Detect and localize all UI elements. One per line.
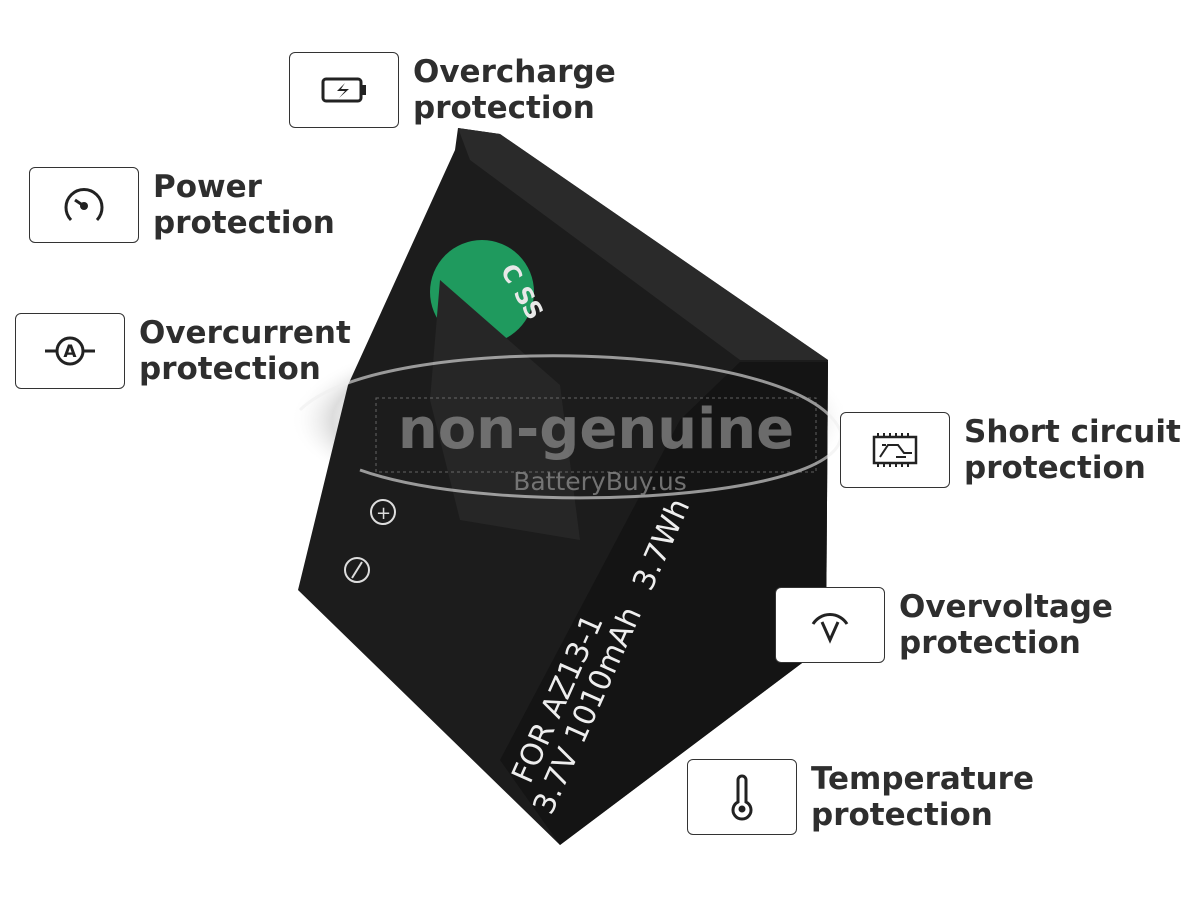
feature-subtitle: protection [899,625,1081,661]
feature-title: Overcharge [413,54,616,90]
feature-title: Power [153,169,262,205]
thermometer-icon [731,774,753,821]
circuit-board-icon [872,433,918,467]
feature-subtitle: protection [153,205,335,241]
minus-terminal-icon [344,557,370,583]
ammeter-icon: A [45,336,95,366]
feature-subtitle: protection [139,351,321,387]
feature-subtitle: protection [413,90,595,126]
feature-title: Short circuit [964,414,1181,450]
plus-terminal-icon [370,499,396,525]
feature-subtitle: protection [811,797,993,833]
svg-text:A: A [63,342,77,362]
battery-charge-icon [321,77,366,103]
gauge-icon [64,188,104,222]
watermark-main: non-genuine [398,397,794,462]
feature-title: Overcurrent [139,315,351,351]
voltage-icon [811,613,849,644]
feature-subtitle: protection [964,450,1146,486]
plus-symbol: + [376,503,391,524]
feature-title: Temperature [811,761,1034,797]
feature-title: Overvoltage [899,589,1113,625]
watermark-site: BatteryBuy.us [513,467,687,496]
